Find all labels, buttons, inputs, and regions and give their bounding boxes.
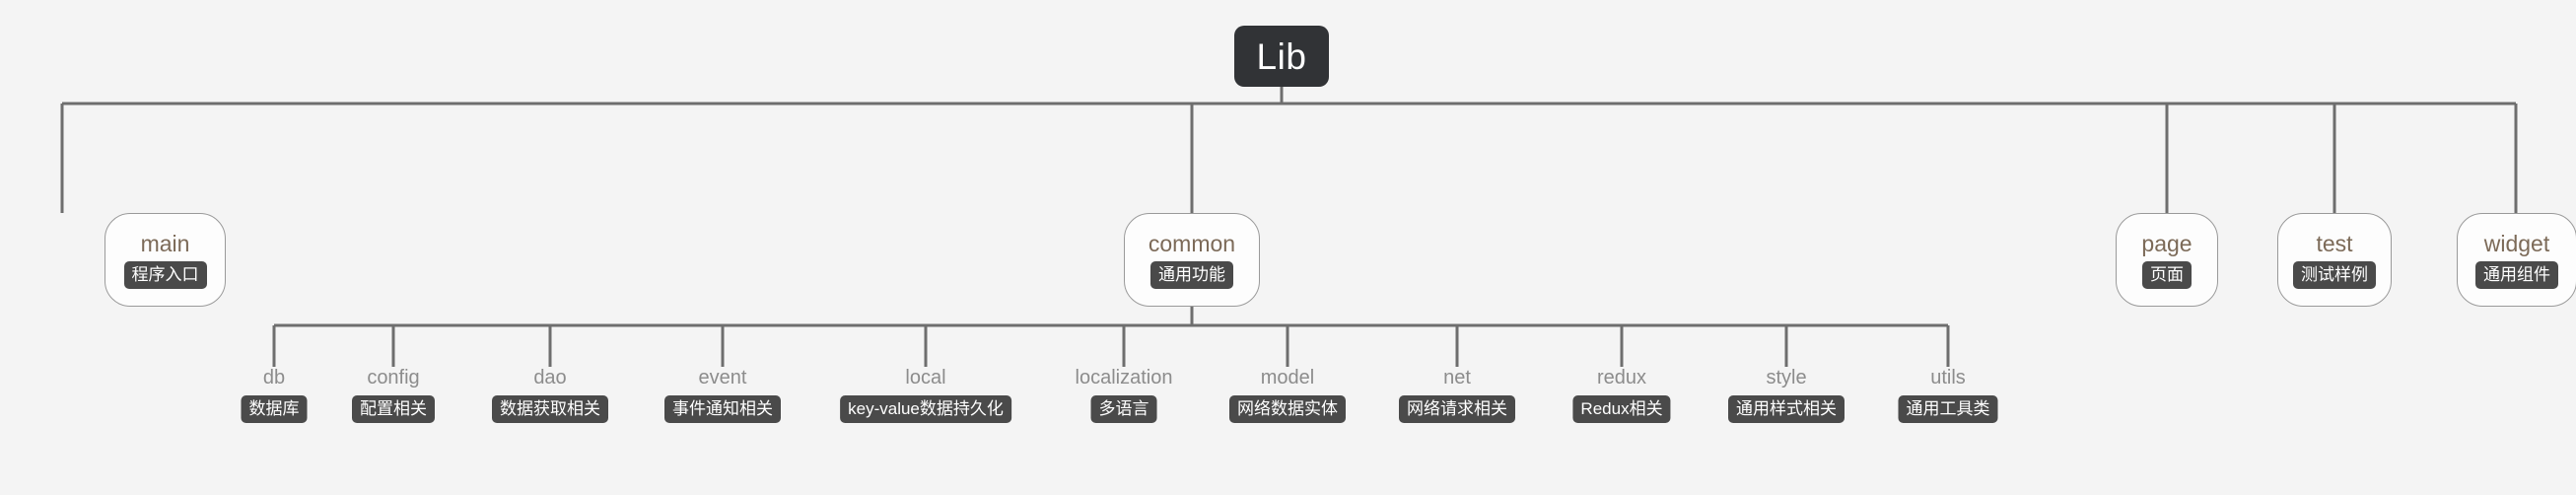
node-net-title: net (1443, 367, 1471, 389)
node-main[interactable]: main 程序入口 (104, 213, 226, 307)
node-widget[interactable]: widget 通用组件 (2457, 213, 2576, 307)
node-config-title: config (367, 367, 420, 389)
node-common[interactable]: common 通用功能 (1124, 213, 1260, 307)
node-page[interactable]: page 页面 (2116, 213, 2218, 307)
node-page-badge: 页面 (2142, 261, 2192, 290)
node-net-badge: 网络请求相关 (1399, 395, 1515, 423)
root-label: Lib (1256, 35, 1307, 77)
node-utils-badge: 通用工具类 (1898, 395, 1998, 423)
node-config-badge: 配置相关 (352, 395, 435, 423)
node-model[interactable]: model 网络数据实体 (1229, 367, 1346, 423)
node-event-title: event (698, 367, 747, 389)
node-test[interactable]: test 测试样例 (2277, 213, 2392, 307)
node-widget-title: widget (2483, 230, 2550, 256)
node-event[interactable]: event 事件通知相关 (664, 367, 781, 423)
node-net[interactable]: net 网络请求相关 (1399, 367, 1515, 423)
node-style-badge: 通用样式相关 (1728, 395, 1845, 423)
node-model-title: model (1260, 367, 1315, 389)
node-utils[interactable]: utils 通用工具类 (1898, 367, 1998, 423)
node-utils-title: utils (1930, 367, 1966, 389)
node-dao[interactable]: dao 数据获取相关 (492, 367, 608, 423)
node-test-badge: 测试样例 (2293, 261, 2376, 290)
node-redux-title: redux (1596, 367, 1647, 389)
node-main-badge: 程序入口 (123, 261, 207, 290)
node-common-badge: 通用功能 (1150, 261, 1233, 290)
node-root-lib[interactable]: Lib (1234, 26, 1329, 87)
node-dao-title: dao (533, 367, 567, 389)
node-localization[interactable]: localization 多语言 (1075, 367, 1173, 423)
node-model-badge: 网络数据实体 (1229, 395, 1346, 423)
node-local-title: local (905, 367, 946, 389)
node-widget-badge: 通用组件 (2475, 261, 2558, 290)
node-style-title: style (1766, 367, 1807, 389)
node-redux-badge: Redux相关 (1572, 395, 1671, 423)
node-localization-badge: 多语言 (1090, 395, 1157, 423)
node-test-title: test (2316, 230, 2353, 256)
node-local-badge: key-value数据持久化 (840, 395, 1011, 423)
node-dao-badge: 数据获取相关 (492, 395, 608, 423)
node-main-title: main (140, 230, 190, 256)
node-redux[interactable]: redux Redux相关 (1572, 367, 1671, 423)
node-db-title: db (262, 367, 286, 389)
node-db[interactable]: db 数据库 (241, 367, 308, 423)
node-localization-title: localization (1075, 367, 1173, 389)
node-db-badge: 数据库 (241, 395, 308, 423)
node-event-badge: 事件通知相关 (664, 395, 781, 423)
node-common-title: common (1148, 230, 1236, 256)
node-config[interactable]: config 配置相关 (352, 367, 435, 423)
node-local[interactable]: local key-value数据持久化 (840, 367, 1011, 423)
node-style[interactable]: style 通用样式相关 (1728, 367, 1845, 423)
node-page-title: page (2141, 230, 2193, 256)
